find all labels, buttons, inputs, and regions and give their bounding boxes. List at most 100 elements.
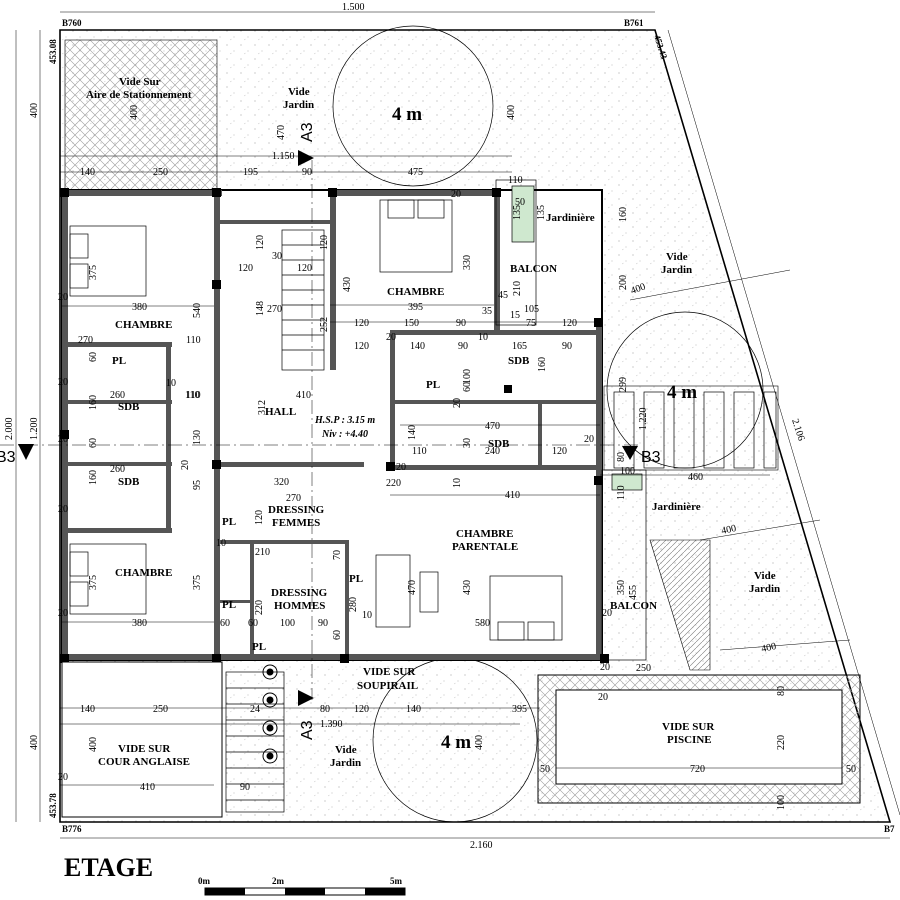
svg-text:20: 20 <box>58 292 68 303</box>
svg-text:460: 460 <box>688 472 703 483</box>
svg-text:50: 50 <box>846 764 856 775</box>
svg-text:90: 90 <box>302 167 312 178</box>
room-sdb-3: SDB <box>508 355 530 367</box>
svg-text:75: 75 <box>526 318 536 329</box>
room-dressing-femmes-2: FEMMES <box>272 517 320 529</box>
svg-text:70: 70 <box>332 550 343 560</box>
cour-anglaise <box>61 661 223 818</box>
svg-text:140: 140 <box>80 167 95 178</box>
svg-text:120: 120 <box>238 263 253 274</box>
svg-text:120: 120 <box>254 510 265 525</box>
room-chambre-2: CHAMBRE <box>387 286 444 298</box>
svg-text:260: 260 <box>110 464 125 475</box>
svg-text:100: 100 <box>462 369 473 384</box>
svg-text:20: 20 <box>600 662 610 673</box>
svg-text:60: 60 <box>462 382 473 392</box>
svg-text:195: 195 <box>243 167 258 178</box>
svg-text:140: 140 <box>80 704 95 715</box>
svg-text:160: 160 <box>537 357 548 372</box>
svg-text:80: 80 <box>776 686 787 696</box>
svg-text:150: 150 <box>404 318 419 329</box>
svg-text:280: 280 <box>348 597 359 612</box>
svg-text:240: 240 <box>485 446 500 457</box>
svg-text:455: 455 <box>628 585 639 600</box>
section-a3-bottom: A3 <box>299 720 316 740</box>
svg-text:260: 260 <box>110 390 125 401</box>
room-pl-5: PL <box>222 599 236 611</box>
svg-text:220: 220 <box>776 735 787 750</box>
svg-text:100: 100 <box>776 795 787 810</box>
svg-text:2.160: 2.160 <box>470 840 493 851</box>
room-pl-6: PL <box>252 641 266 653</box>
svg-text:30: 30 <box>272 251 282 262</box>
svg-text:120: 120 <box>255 235 266 250</box>
svg-text:250: 250 <box>153 167 168 178</box>
svg-text:110: 110 <box>616 485 627 500</box>
svg-text:400: 400 <box>29 735 40 750</box>
svg-text:410: 410 <box>140 782 155 793</box>
room-jardiniere-2: Jardinière <box>652 501 701 513</box>
svg-text:120: 120 <box>319 235 330 250</box>
room-vide-stationnement-2: Aire de Stationnement <box>86 89 192 101</box>
scale-label-2: 2m <box>272 876 285 886</box>
room-pl-3: PL <box>222 516 236 528</box>
corner-b7: B7 <box>884 824 895 834</box>
svg-text:400: 400 <box>474 735 485 750</box>
room-vide-jardin-3a: Vide <box>754 570 776 582</box>
building-walls <box>61 189 603 661</box>
svg-text:120: 120 <box>354 318 369 329</box>
svg-text:375: 375 <box>88 265 99 280</box>
svg-text:470: 470 <box>276 125 287 140</box>
svg-text:1.220: 1.220 <box>638 408 649 431</box>
svg-text:120: 120 <box>354 704 369 715</box>
svg-text:100: 100 <box>280 618 295 629</box>
svg-text:395: 395 <box>512 704 527 715</box>
svg-text:24: 24 <box>250 704 260 715</box>
scale-label-0: 0m <box>198 876 211 886</box>
svg-text:35: 35 <box>482 306 492 317</box>
svg-text:20: 20 <box>58 772 68 783</box>
svg-text:20: 20 <box>396 462 406 473</box>
svg-text:380: 380 <box>132 302 147 313</box>
svg-text:410: 410 <box>296 390 311 401</box>
plan-title: ETAGE <box>64 853 153 882</box>
room-pl-4: PL <box>349 573 363 585</box>
svg-text:380: 380 <box>132 618 147 629</box>
svg-text:400: 400 <box>760 641 777 655</box>
room-dressing-hommes-1: DRESSING <box>271 587 328 599</box>
svg-text:540: 540 <box>192 303 203 318</box>
svg-text:120: 120 <box>552 446 567 457</box>
dimension-lines <box>0 11 890 839</box>
room-vide-jardin-2b: Jardin <box>661 264 692 276</box>
svg-text:252: 252 <box>319 317 330 332</box>
svg-text:220: 220 <box>254 600 265 615</box>
section-markers <box>18 150 638 706</box>
svg-text:100: 100 <box>620 466 635 477</box>
room-vide-soupirail-2: SOUPIRAIL <box>357 680 418 692</box>
tree-label-top: 4 m <box>392 104 422 125</box>
svg-text:20: 20 <box>58 434 68 445</box>
svg-text:299: 299 <box>618 377 629 392</box>
tree-label-bottom: 4 m <box>441 732 471 753</box>
svg-text:375: 375 <box>88 575 99 590</box>
room-vide-jardin-4a: Vide <box>335 744 357 756</box>
svg-text:140: 140 <box>406 704 421 715</box>
svg-text:60: 60 <box>248 618 258 629</box>
svg-text:160: 160 <box>618 207 629 222</box>
svg-text:120: 120 <box>354 341 369 352</box>
room-dressing-femmes-1: DRESSING <box>268 504 325 516</box>
svg-text:320: 320 <box>274 477 289 488</box>
svg-text:80: 80 <box>320 704 330 715</box>
staircase <box>225 229 325 813</box>
hsp-line2: Niv : +4.40 <box>321 429 368 440</box>
room-pl-1: PL <box>112 355 126 367</box>
svg-text:60: 60 <box>220 618 230 629</box>
elevation-top-left: 453.08 <box>48 39 58 64</box>
section-b3-right: B3 <box>641 449 661 466</box>
svg-text:2.000: 2.000 <box>4 418 15 441</box>
room-vide-piscine-2: PISCINE <box>667 734 712 746</box>
svg-text:410: 410 <box>505 490 520 501</box>
svg-text:250: 250 <box>636 663 651 674</box>
svg-text:20: 20 <box>584 434 594 445</box>
